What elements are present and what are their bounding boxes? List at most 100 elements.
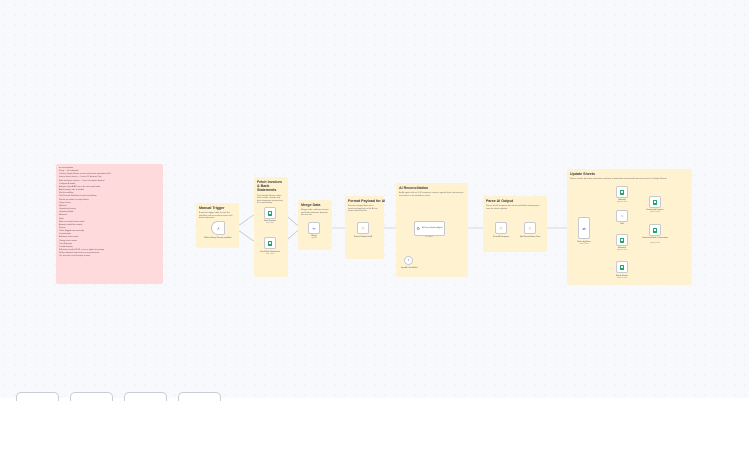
unmatched-invoices-node[interactable] [649, 196, 661, 208]
node-label: Fetch Invoices [263, 220, 277, 222]
sticky-note-line: Invoice sheet columns — Invoice ID, Amou… [59, 176, 102, 179]
fetch-bank-node[interactable] [264, 237, 276, 249]
manual-trigger-node[interactable]: ↗ [211, 221, 225, 235]
note-description: An AI agent with an LLM compares invoice… [399, 192, 464, 197]
node-label: OpenAI Chat Model [400, 267, 418, 269]
matched-node[interactable] [616, 186, 628, 198]
sticky-note-line: Results are written to output sheets. [59, 198, 90, 201]
switch-icon: ⤳ [620, 213, 624, 218]
sticky-note-line: Bank statement columns — Date, Descripti… [59, 179, 105, 182]
sticky-note-line: If AI returns invalid JSON, re-run or ti… [59, 249, 105, 252]
switch-icon: ⇄ [582, 225, 586, 231]
node-label: Merge [311, 235, 317, 237]
sticky-note-line: Make sure date formats match. [59, 220, 86, 223]
sticky-note-line: Add your OpenAI API key in the chat mode… [59, 185, 101, 188]
node-label: Format Payload for AI [353, 236, 373, 238]
unmatched-bank-node[interactable] [649, 224, 661, 236]
node-subtitle: append: sheet [649, 212, 661, 213]
sticky-note-line: Run the workflow [59, 192, 74, 195]
node-subtitle: read: sheet [266, 223, 274, 224]
note-title: Format Payload for AI [348, 199, 386, 203]
note-fetch[interactable]: Fetch Invoices & Bank Statements Two Goo… [254, 177, 288, 277]
sticky-note-line: Adjust prompt rules if needed. [59, 189, 85, 192]
note-title: Manual Trigger [199, 206, 225, 210]
robot-icon: ⚙ [416, 226, 420, 231]
ai-agent-node[interactable]: ⚙ AI Reconciliation Agent [414, 221, 445, 236]
node-subtitle: append: sheet [616, 250, 628, 251]
zoom-out-button[interactable] [124, 392, 167, 401]
zoom-to-fit-button[interactable] [16, 392, 59, 401]
google-sheets-icon [653, 199, 657, 205]
zoom-in-button[interactable] [70, 392, 113, 401]
sticky-note-line: Matched [59, 204, 67, 207]
node-label: Mismatch [617, 247, 627, 249]
note-description: Formats merged data into a structured pa… [348, 205, 378, 213]
node-label: Matched [618, 199, 626, 201]
note-description: Routes results by status and writes matc… [570, 178, 668, 181]
node-subtitle: mode: Rules [579, 244, 589, 245]
sticky-note-line: Unmatched Bank [59, 211, 74, 214]
sticky-note-line: Output sheets [59, 201, 71, 204]
node-label: Route by Status [577, 241, 591, 243]
sticky-note-line: Setup — fill credentials [59, 170, 79, 173]
google-sheets-icon [268, 240, 272, 246]
chat-model-node[interactable]: ✦ [404, 256, 413, 265]
mismatch-node[interactable] [616, 234, 628, 246]
code-icon: { } [361, 225, 365, 230]
node-subtitle: append: sheet [616, 278, 628, 279]
node-label: Parse AI Response [492, 236, 510, 238]
sticky-note-line: Notes [59, 217, 64, 220]
note-description: Parses the AI response into structured f… [486, 205, 540, 210]
merge-node[interactable]: ⥇ [308, 222, 320, 234]
openai-icon: ✦ [407, 258, 410, 262]
sticky-note-line: Check flagged rows manually. [59, 230, 85, 233]
sticky-note-line: Connect Google Sheets account and choose… [59, 173, 112, 176]
sticky-note-line: Change sheet names [59, 239, 77, 242]
sticky-note-line: Amounts should be numeric. [59, 223, 83, 226]
note-description: Merge node combines invoice and bank sta… [301, 209, 329, 217]
node-subtitle: Tools Agent [424, 237, 434, 238]
note-parse[interactable]: Parse AI Output Parses the AI response i… [483, 196, 547, 252]
node-subtitle: append: sheet [649, 243, 661, 244]
node-label: AI Reconciliation Agent [422, 227, 443, 230]
sticky-note-line: AI Reconciliation [59, 167, 74, 169]
note-title: Merge Data [301, 203, 321, 207]
route-switch-node[interactable]: ⇄ [578, 217, 590, 239]
split-data-node[interactable]: { } [524, 222, 536, 234]
sticky-note-line: Troubleshooting [59, 245, 73, 248]
node-label: When clicking 'Execute workflow' [204, 237, 232, 239]
note-title: Update Sheets [570, 172, 595, 176]
note-description: Two Google Sheets nodes fetch invoice re… [257, 194, 283, 205]
sticky-note-line: Add more status routes [59, 236, 79, 239]
node-label: Needs Review [615, 275, 629, 277]
merge-icon: ⥇ [312, 225, 316, 231]
parse-ai-node[interactable]: { } [495, 222, 507, 234]
note-description: A manual trigger node to start the workf… [199, 212, 233, 220]
split-node[interactable]: ⤳ [616, 210, 628, 222]
sticky-note-line: Customization [59, 233, 71, 236]
sticky-note-line: Tune AI prompt [59, 242, 72, 245]
node-label: Unmatched Bank Transactions [642, 237, 668, 239]
sticky-note-line: Click Execute Workflow to start reconcil… [59, 195, 98, 198]
node-label: Split [620, 223, 624, 225]
google-sheets-icon [620, 237, 624, 243]
format-payload-node[interactable]: { } [357, 222, 369, 234]
google-sheets-icon [620, 264, 624, 270]
sticky-note-line: Review [59, 226, 66, 229]
needs-review-node[interactable] [616, 261, 628, 273]
code-icon: { } [499, 225, 503, 230]
google-sheets-icon [620, 189, 624, 195]
note-title: Parse AI Output [486, 199, 514, 203]
sticky-note-line: Mismatch [59, 214, 68, 217]
code-icon: { } [528, 225, 532, 230]
reset-zoom-button[interactable] [178, 392, 221, 401]
sticky-note-line: Unmatched Invoices [59, 208, 77, 211]
bottom-panel [0, 398, 749, 450]
note-title: AI Reconciliation [399, 186, 429, 190]
node-subtitle: append [311, 238, 317, 239]
fetch-invoices-node[interactable] [264, 207, 276, 219]
node-label: Split Reconciliation Data [519, 236, 541, 238]
note-title: Fetch Invoices & Bank Statements [257, 180, 282, 193]
